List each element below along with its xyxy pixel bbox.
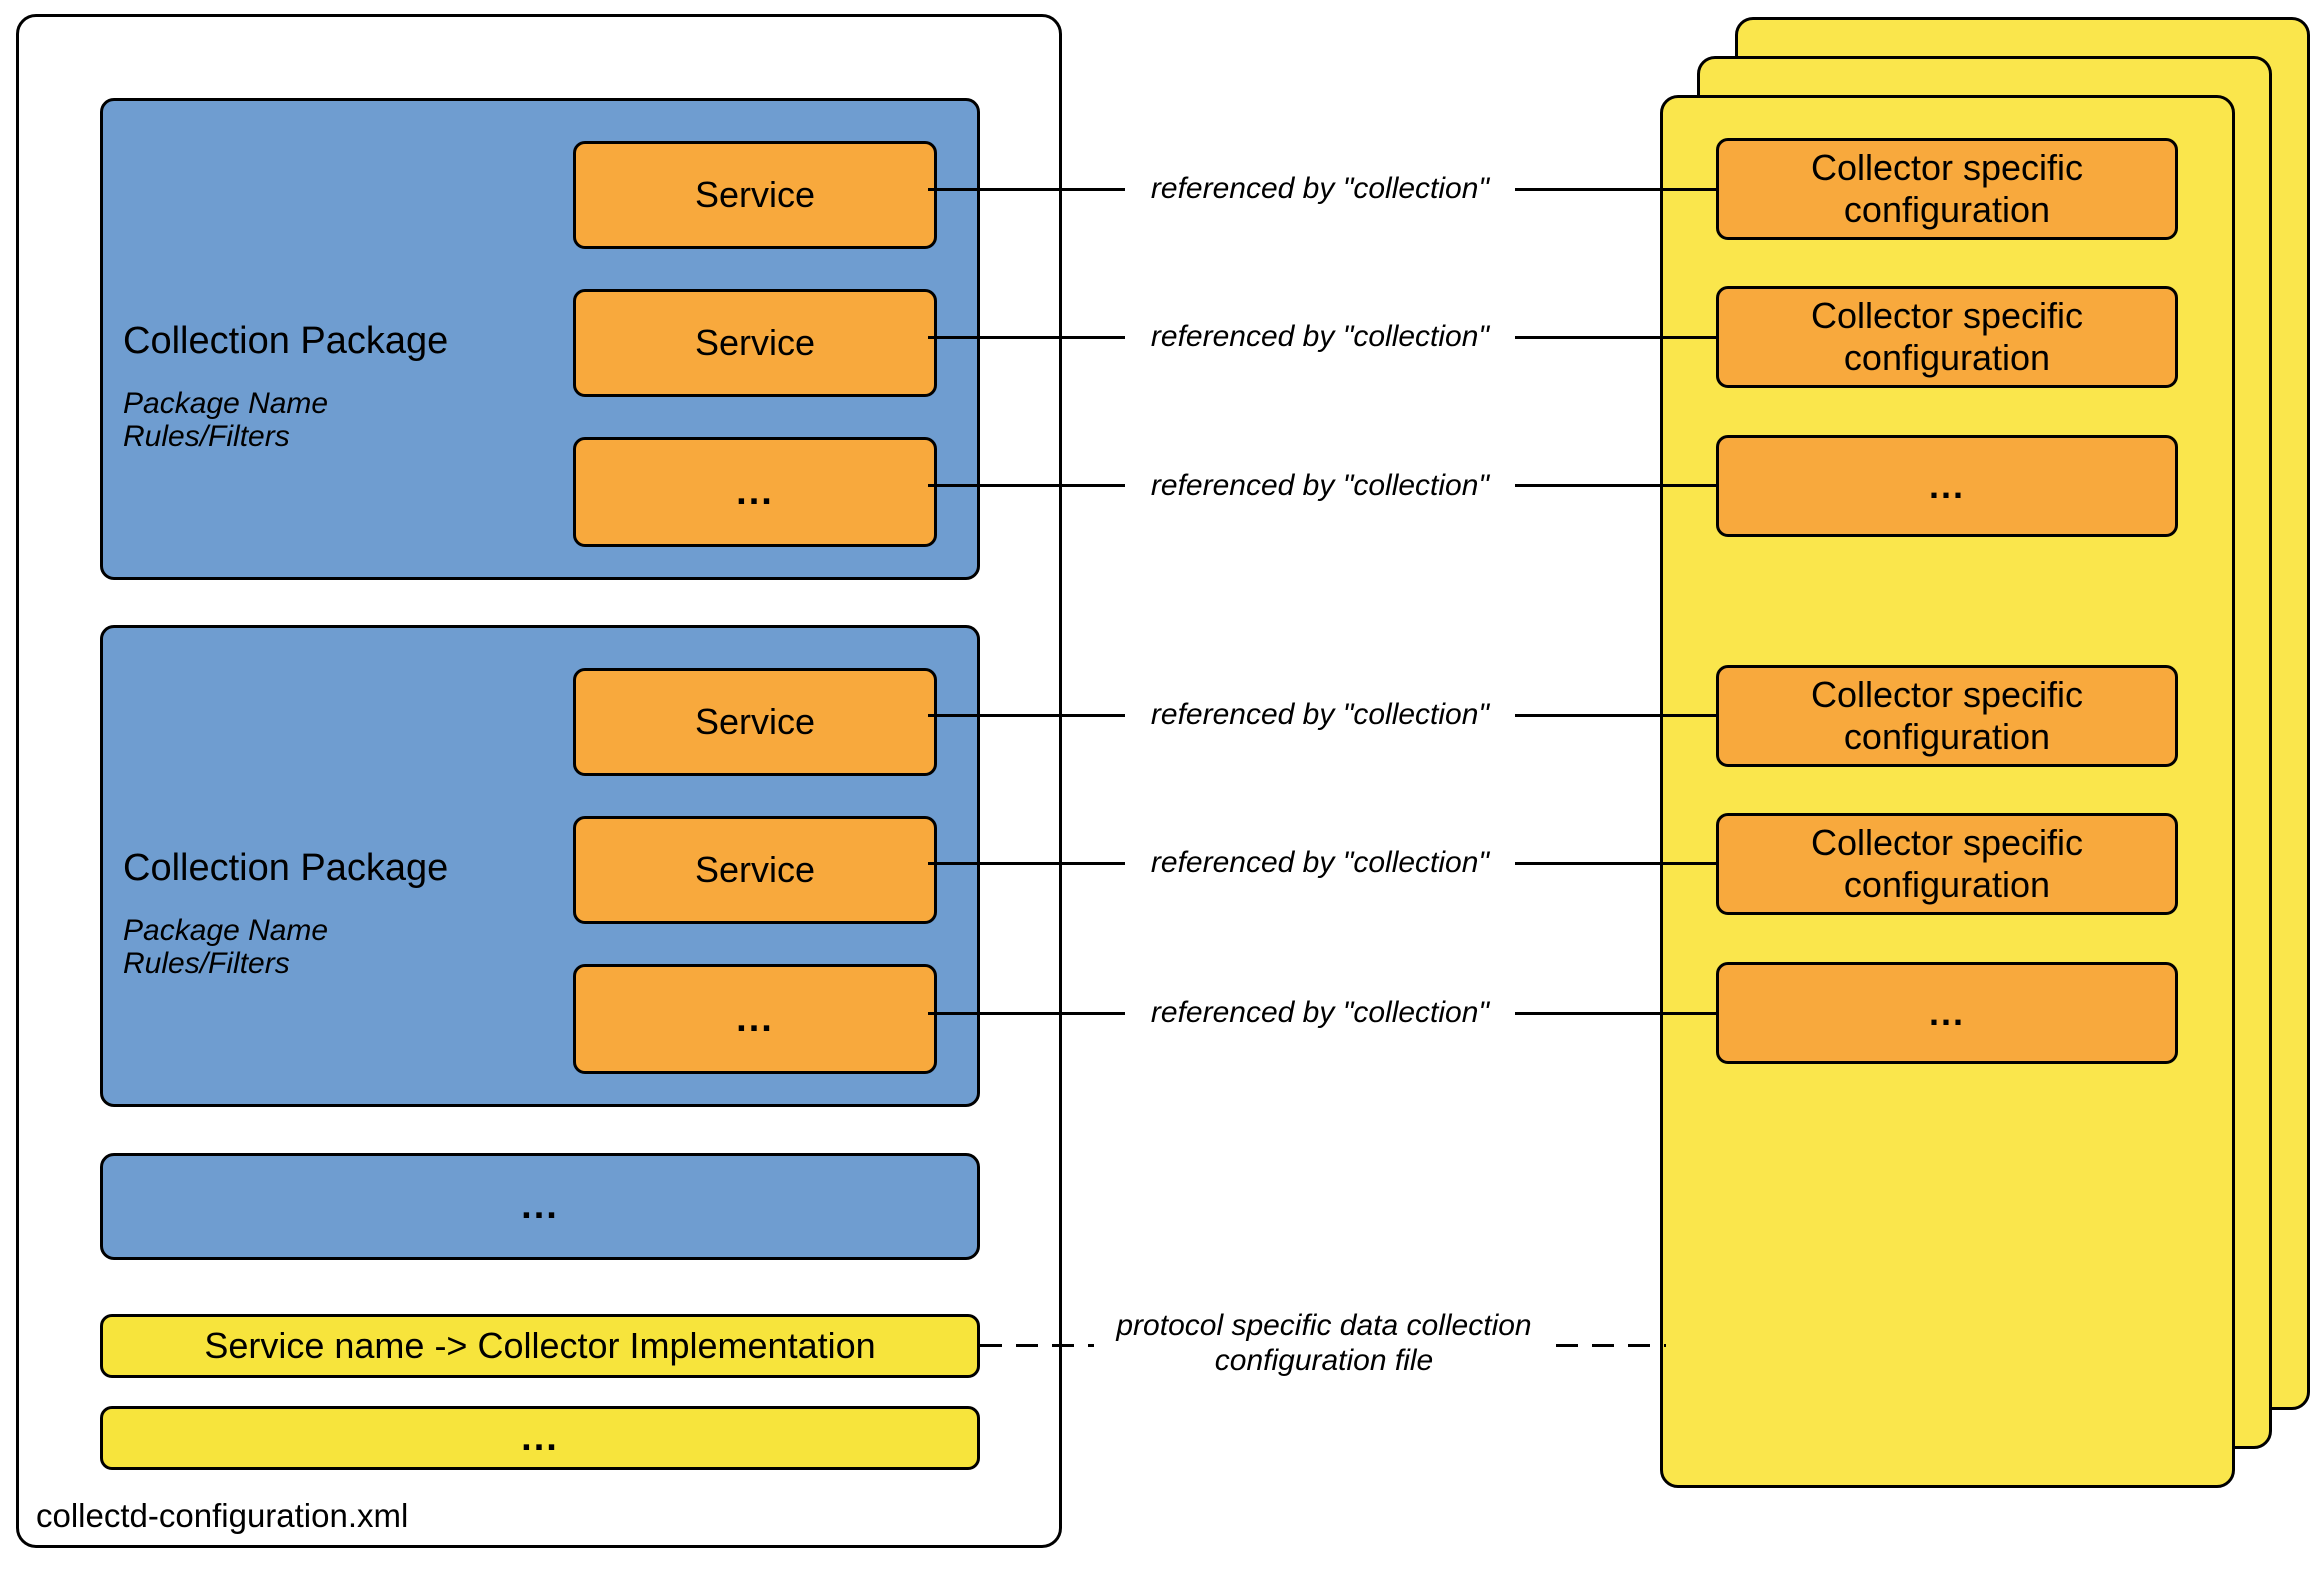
more-packages-box: ...	[100, 1153, 980, 1260]
service-collector-mapping-box: Service name -> Collector Implementation	[100, 1314, 980, 1378]
collection-package-2: Collection Package Package Name Rules/Fi…	[100, 625, 980, 1107]
service-box: Service	[573, 668, 937, 776]
service-ellipsis-box: ...	[573, 437, 937, 547]
collector-config-box: Collector specific configuration	[1716, 665, 2178, 767]
collector-config-box: Collector specific configuration	[1716, 286, 2178, 388]
service-ellipsis-box: ...	[573, 964, 937, 1074]
package-meta: Package Name Rules/Filters	[123, 914, 328, 980]
reference-label: referenced by "collection"	[1125, 466, 1515, 506]
more-mappings-ellipsis: ...	[521, 1416, 559, 1459]
package-name-label: Package Name	[123, 387, 329, 420]
service-box: Service	[573, 816, 937, 924]
protocol-note-line2: configuration file	[1214, 1344, 1434, 1377]
package-title: Collection Package	[123, 320, 449, 362]
more-packages-ellipsis: ...	[521, 1185, 559, 1227]
package-name-label: Package Name	[123, 914, 329, 947]
reference-label: referenced by "collection"	[1125, 169, 1515, 209]
reference-label: referenced by "collection"	[1125, 993, 1515, 1033]
collector-config-ellipsis-box: ...	[1716, 962, 2178, 1064]
package-meta: Package Name Rules/Filters	[123, 387, 328, 453]
service-box: Service	[573, 141, 937, 249]
service-box: Service	[573, 289, 937, 397]
protocol-note: protocol specific data collection config…	[1094, 1308, 1554, 1378]
more-mappings-box: ...	[100, 1406, 980, 1470]
reference-label: referenced by "collection"	[1125, 843, 1515, 883]
collector-config-ellipsis-box: ...	[1716, 435, 2178, 537]
config-file-label: collectd-configuration.xml	[36, 1497, 409, 1534]
rules-filters-label: Rules/Filters	[123, 420, 290, 453]
collection-package-1: Collection Package Package Name Rules/Fi…	[100, 98, 980, 580]
rules-filters-label: Rules/Filters	[123, 947, 290, 980]
package-title: Collection Package	[123, 847, 449, 889]
reference-label: referenced by "collection"	[1125, 317, 1515, 357]
collector-config-box: Collector specific configuration	[1716, 813, 2178, 915]
reference-label: referenced by "collection"	[1125, 695, 1515, 735]
protocol-note-line1: protocol specific data collection	[1116, 1309, 1532, 1342]
collector-config-box: Collector specific configuration	[1716, 138, 2178, 240]
